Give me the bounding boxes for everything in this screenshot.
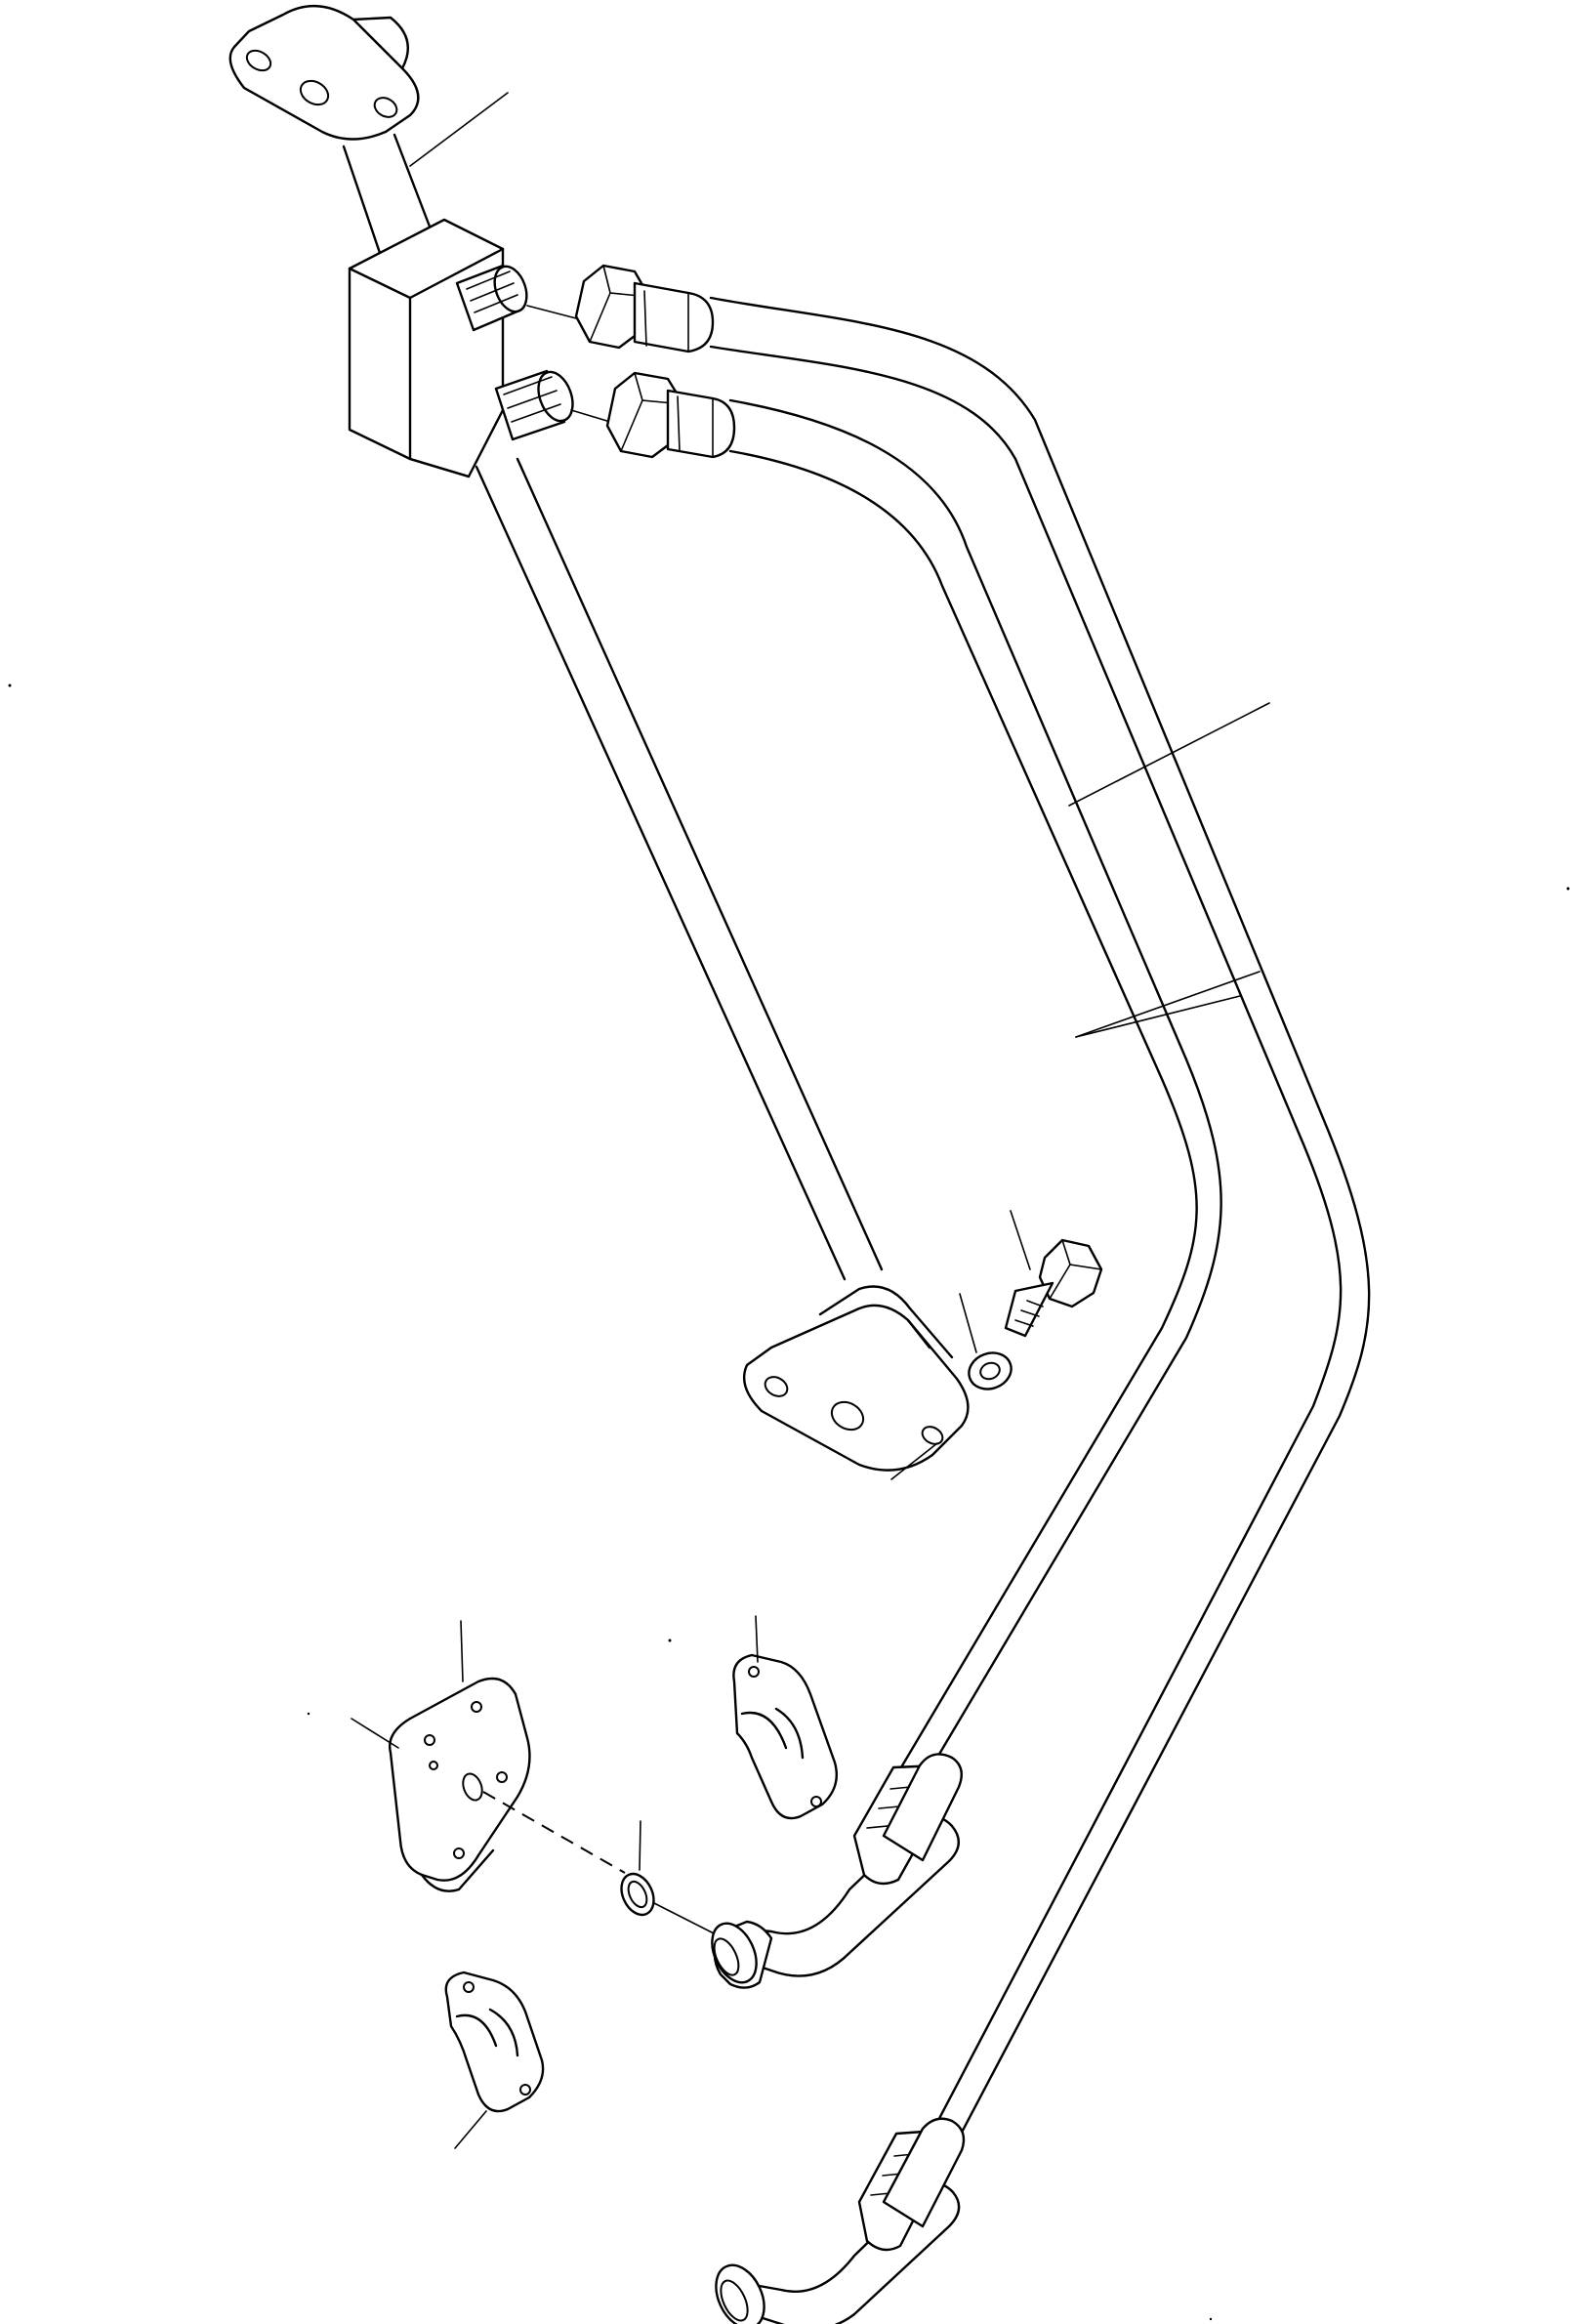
scan-specks	[8, 684, 1570, 2321]
hose-ferrule-upper	[882, 1753, 963, 1862]
o-ring	[620, 1872, 655, 1917]
connection-line-lower	[570, 409, 611, 423]
lower-flange	[742, 1285, 970, 1472]
leader-o-ring	[639, 1820, 641, 1871]
leader-lower-flange	[890, 1442, 938, 1480]
leader-washer	[959, 1293, 977, 1353]
assembly-axis-dashed	[482, 1791, 626, 1874]
hose-ferrule-lower	[882, 2117, 966, 2228]
connection-line-upper	[526, 305, 577, 319]
clamp-half-upper	[732, 1653, 839, 1820]
leader-lines	[351, 92, 1270, 2149]
leader-clamp-lower	[454, 2110, 487, 2149]
leader-plate-left	[351, 1718, 399, 1749]
leader-hose-c	[1068, 702, 1270, 807]
assembly-axis-solid	[651, 1901, 719, 1936]
leader-plate-top	[460, 1620, 464, 1682]
block-adapter-lower	[494, 369, 574, 441]
top-flange	[228, 4, 420, 141]
block-adapter-upper	[455, 264, 528, 332]
leader-bolt	[1010, 1210, 1031, 1270]
leader-hose-a	[1075, 995, 1241, 1038]
bolt	[1004, 1238, 1103, 1338]
leader-top-flange	[409, 92, 509, 167]
leader-hose-b	[1075, 971, 1261, 1038]
leader-clamp-upper	[755, 1615, 759, 1663]
hose-inner	[728, 398, 1222, 1784]
clamp-half-lower	[444, 1971, 545, 2113]
hose-nut-upper	[574, 264, 715, 353]
distribution-block	[348, 218, 505, 478]
steel-tube	[342, 133, 884, 1281]
split-flange-plate	[389, 1677, 531, 1892]
washer	[968, 1351, 1013, 1390]
hose-outer	[709, 296, 1371, 2199]
hose-nut-lower	[605, 371, 736, 459]
